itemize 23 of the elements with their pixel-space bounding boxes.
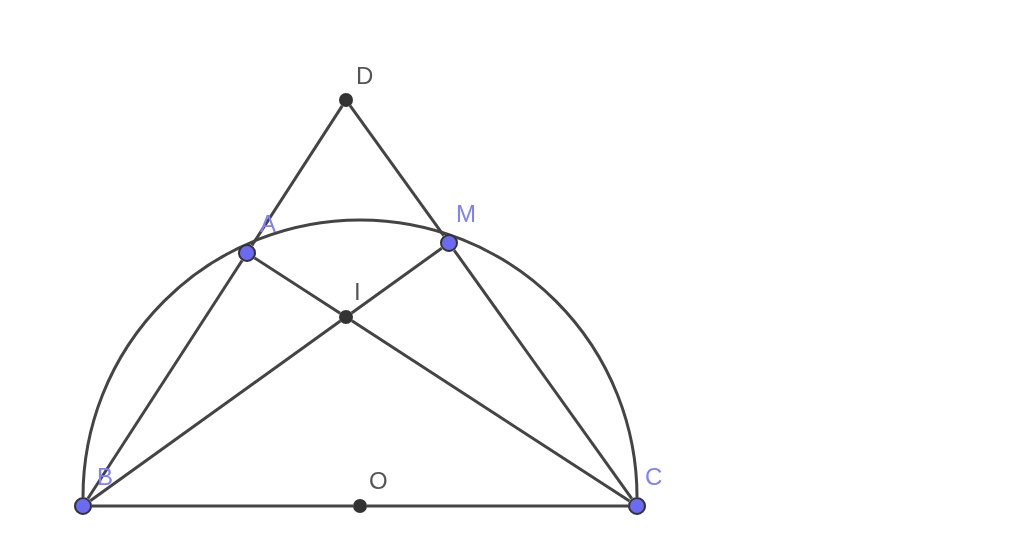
point-dot	[238, 244, 256, 262]
line-segment	[89, 319, 342, 502]
point-dot	[353, 499, 367, 513]
line-segment	[92, 504, 353, 508]
point-label: O	[369, 469, 388, 493]
line-segment	[453, 249, 633, 500]
point-dot	[440, 234, 458, 252]
line-segment	[253, 256, 341, 315]
semicircle-arc	[81, 219, 639, 498]
point-label: D	[356, 64, 374, 88]
point-label: I	[354, 280, 361, 304]
point-dot	[74, 497, 92, 515]
line-segment	[348, 104, 445, 237]
line-segment	[367, 504, 628, 508]
point-dot	[339, 93, 353, 107]
point-dot	[628, 497, 646, 515]
point-label: C	[645, 465, 663, 489]
line-segment	[350, 247, 443, 315]
line-segment	[250, 105, 344, 247]
point-dot	[339, 310, 353, 324]
point-label: M	[456, 202, 476, 226]
line-segment	[351, 319, 631, 503]
line-segment	[86, 259, 244, 500]
